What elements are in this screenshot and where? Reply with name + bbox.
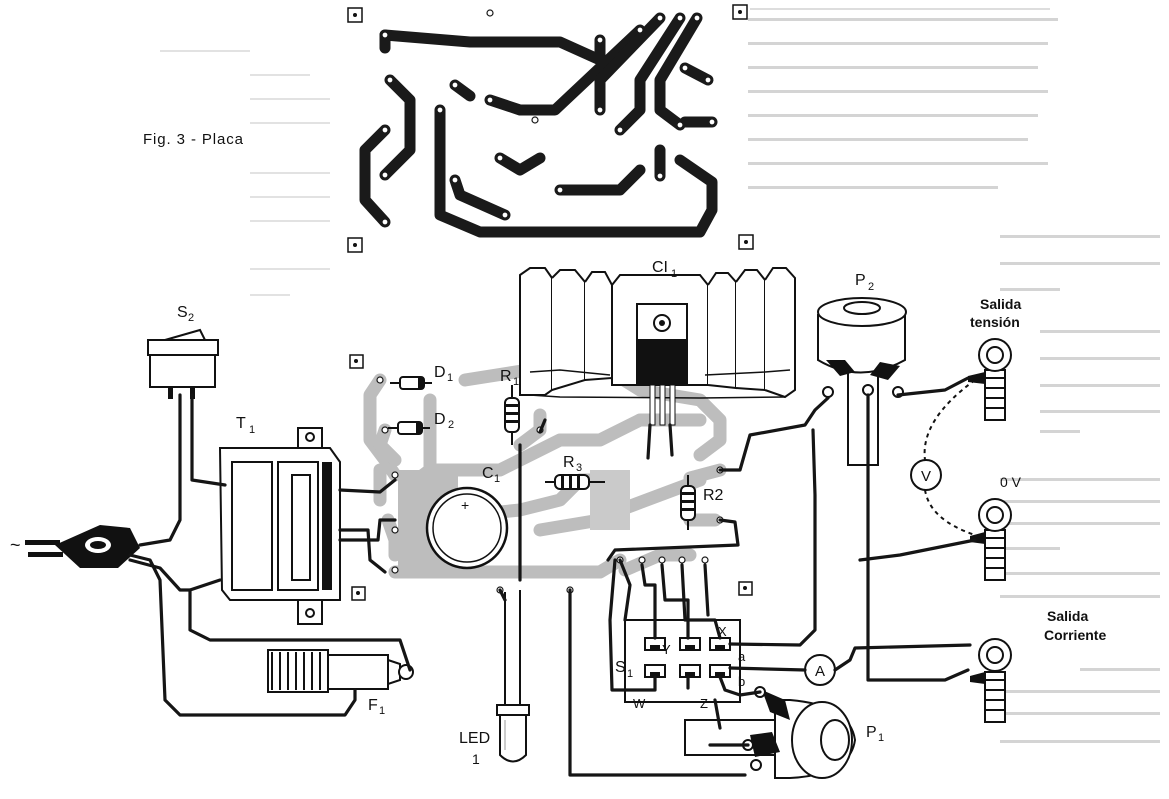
zero-volt-label: 0 V [1000, 474, 1022, 490]
d2-label: D [434, 411, 446, 428]
s1-label-sub: 1 [627, 668, 633, 680]
r2-label: R2 [703, 487, 724, 504]
d2-label-sub: 2 [448, 419, 454, 431]
board-traces [363, 358, 727, 579]
power-switch-s2 [147, 328, 219, 399]
s1-label: S [615, 659, 626, 676]
r1-label-sub: 1 [513, 376, 519, 388]
voltmeter-symbol: V [921, 468, 931, 485]
s1-terminal-w: W [633, 696, 646, 711]
terminal-voltage-out [968, 338, 1012, 421]
pcb-pads [381, 9, 716, 226]
ac-mains-symbol: ~ [10, 535, 21, 555]
background-text-columns [160, 8, 1160, 743]
ci1-label: CI [652, 259, 668, 276]
resistor-r2 [680, 475, 696, 530]
figure-caption: Fig. 3 - Placa [143, 131, 244, 148]
fuse-holder-f1 [267, 649, 414, 693]
led-label-line1: LED [459, 730, 490, 747]
transformer-t1 [218, 427, 341, 625]
f1-label-sub: 1 [379, 705, 385, 717]
s2-label-sub: 2 [188, 312, 194, 324]
s1-terminal-a: a [738, 649, 746, 664]
terminal-current-out [970, 638, 1012, 723]
d1-label: D [434, 364, 446, 381]
mains-plug [25, 525, 140, 568]
ammeter-symbol: A [815, 663, 825, 680]
d1-label-sub: 1 [447, 372, 453, 384]
s1-terminal-z: Z [700, 696, 708, 711]
pcb-corner-marks [347, 4, 754, 253]
p2-label-sub: 2 [868, 281, 874, 293]
output-current-label-line1: Salida [1047, 608, 1088, 624]
c1-label: C [482, 465, 494, 482]
selector-switch-s1 [624, 619, 741, 703]
pcb-traces [359, 12, 718, 238]
output-voltage-label-line2: tensión [970, 314, 1020, 330]
p2-label: P [855, 272, 866, 289]
f1-label: F [368, 697, 378, 714]
ci1-regulator [636, 303, 688, 426]
p1-label-sub: 1 [878, 732, 884, 744]
component-board [349, 349, 755, 601]
output-current-label-line2: Corriente [1044, 627, 1106, 643]
svg-text:+: + [461, 497, 469, 513]
diode-d1 [390, 376, 432, 390]
potentiometer-p2 [817, 297, 907, 466]
potentiometer-p1 [684, 686, 857, 779]
s1-terminal-b: b [738, 674, 745, 689]
led-label-line2: 1 [472, 751, 480, 767]
ci1-label-sub: 1 [671, 268, 677, 280]
led1 [496, 590, 530, 763]
t1-label: T [236, 415, 246, 432]
s2-label: S [177, 304, 188, 321]
p1-label: P [866, 724, 877, 741]
r3-label-sub: 3 [576, 462, 582, 474]
output-voltage-label-line1: Salida [980, 296, 1021, 312]
pcb-layout [347, 4, 754, 253]
r1-label: R [500, 368, 512, 385]
t1-label-sub: 1 [249, 424, 255, 436]
diode-d2 [388, 421, 430, 435]
r3-label: R [563, 454, 575, 471]
s1-terminal-x: X [718, 624, 727, 639]
resistor-r3 [545, 474, 605, 490]
wiring [128, 376, 977, 777]
s1-terminal-y: Y [662, 642, 671, 657]
voltmeter [910, 379, 976, 536]
resistor-r1 [504, 385, 520, 445]
c1-label-sub: 1 [494, 473, 500, 485]
capacitor-c1: + [425, 486, 509, 570]
